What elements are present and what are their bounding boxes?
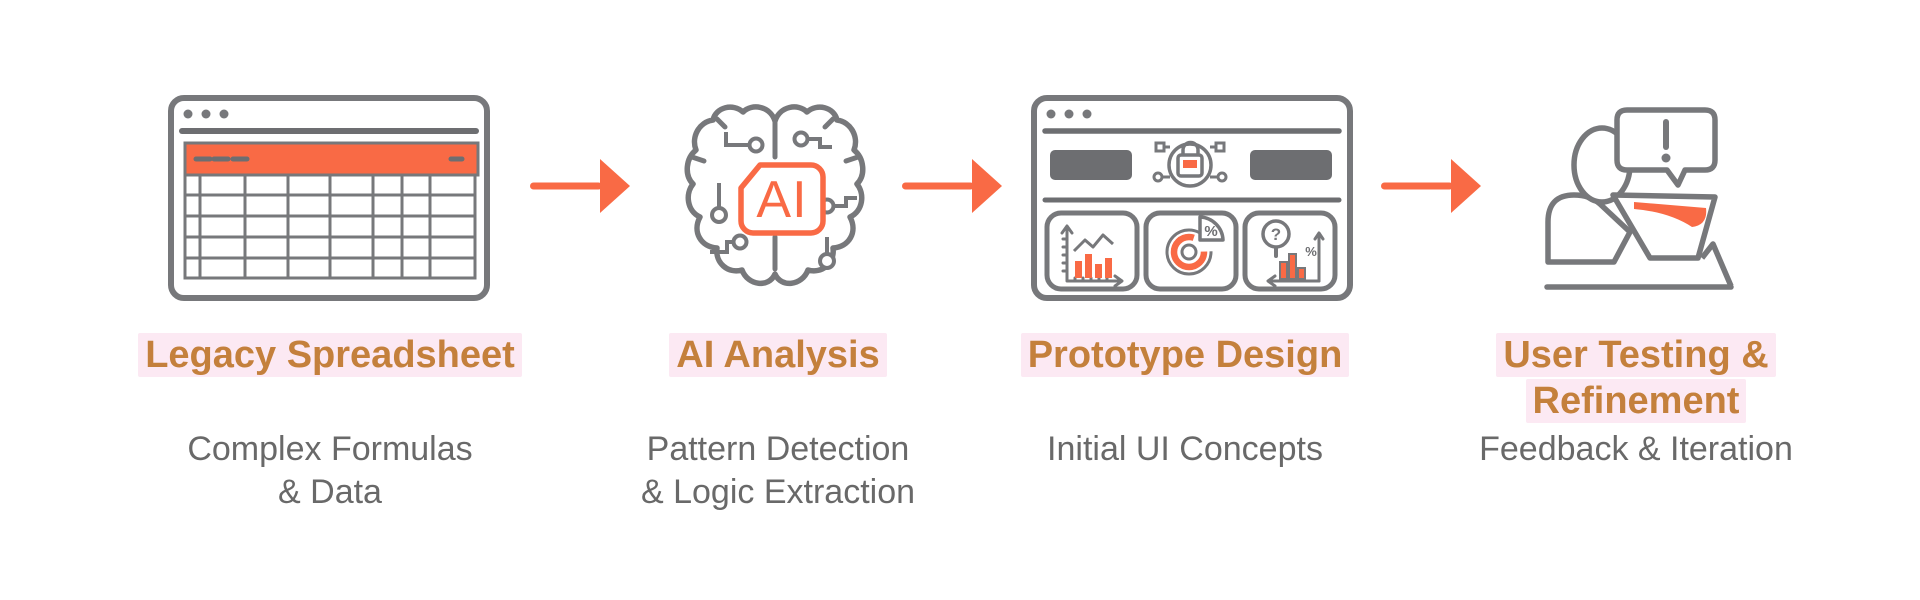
stage-title: Prototype Design [935, 332, 1435, 378]
secure-lock-icon [1152, 140, 1228, 188]
insight-percent-label: % [1305, 244, 1317, 259]
stage-subtitle: Pattern Detection & Logic Extraction [640, 430, 916, 511]
spreadsheet-grid [183, 173, 477, 280]
nav-block-left [1050, 150, 1132, 180]
window-dots [183, 109, 229, 119]
circuit-traces [710, 130, 857, 270]
flow-arrow-2 [902, 159, 1002, 213]
stage-subtitle: Initial UI Concepts [1047, 430, 1323, 468]
question-label: ? [1271, 225, 1281, 244]
stage-user-testing: User Testing & Refinement Feedback & Ite… [1386, 0, 1886, 600]
exclamation-icon [1661, 119, 1671, 163]
pie-chart-tile: % [1143, 210, 1239, 292]
stage-legacy-spreadsheet: Legacy Spreadsheet Complex Formulas & Da… [80, 0, 580, 600]
prototype-window-icon: % ? % [1029, 93, 1355, 303]
spreadsheet-window-icon [166, 93, 492, 303]
stage-subtitle: Complex Formulas & Data [187, 430, 473, 511]
flow-arrow-1 [530, 159, 630, 213]
flow-arrow-3 [1381, 159, 1481, 213]
stage-title: Legacy Spreadsheet [80, 332, 580, 378]
stage-title: AI Analysis [528, 332, 1028, 378]
window-dots [1046, 109, 1092, 119]
laptop-screen [1610, 192, 1718, 261]
insight-search-tile: ? % [1242, 210, 1338, 292]
nav-block-right [1250, 150, 1332, 180]
stage-title: User Testing & Refinement [1386, 332, 1886, 424]
stage-ai-analysis: AI AI Analysis Pattern Detection & Logic… [528, 0, 1028, 600]
laptop-base [1699, 241, 1734, 288]
ai-chip [738, 162, 826, 236]
user-laptop-feedback-icon [1532, 92, 1744, 304]
ai-chip-label: AI [756, 171, 807, 229]
bar-chart-tile [1044, 210, 1140, 292]
stage-prototype-design: % ? % Protot [935, 0, 1435, 600]
ai-brain-chip-icon: AI [683, 95, 868, 305]
pie-percent-label: % [1204, 223, 1217, 240]
laptop-screen-accent [1634, 202, 1707, 227]
stage-subtitle: Feedback & Iteration [1479, 430, 1793, 468]
